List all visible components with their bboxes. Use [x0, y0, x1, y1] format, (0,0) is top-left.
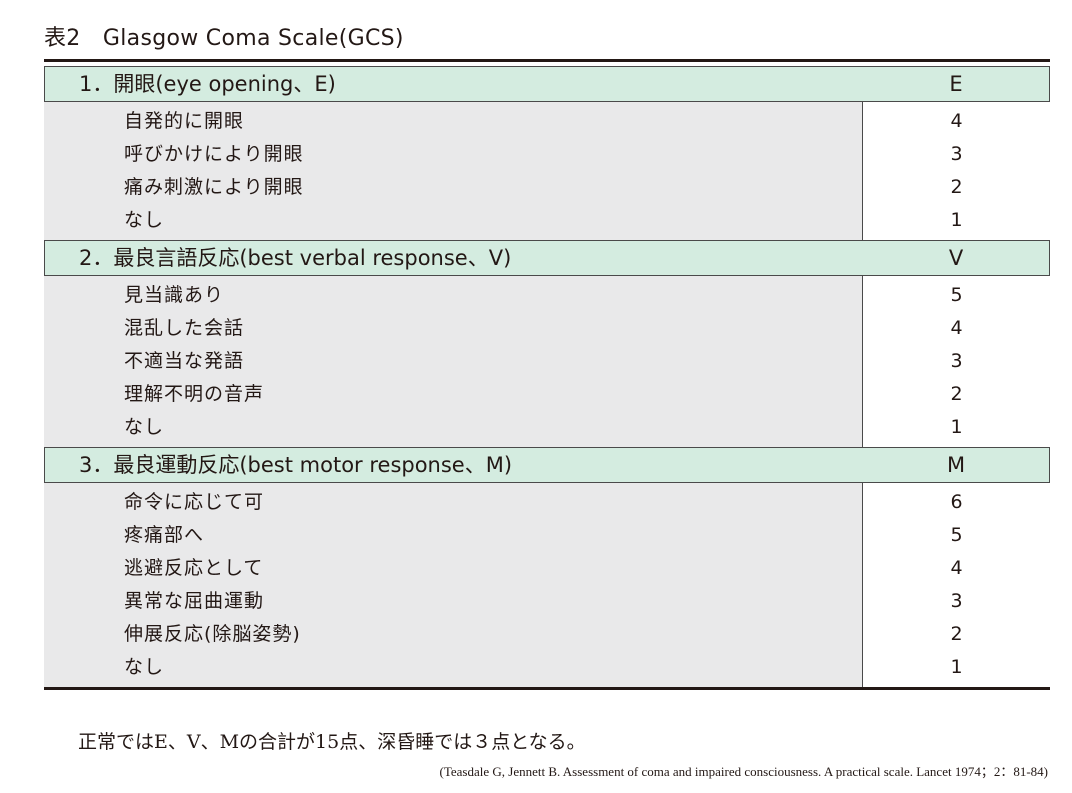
item-score: 4 [950, 317, 963, 339]
section-code: E [949, 72, 963, 96]
item-label: 呼びかけにより開眼 [124, 143, 304, 165]
item-labels-column: 自発的に開眼 呼びかけにより開眼 痛み刺激により開眼 なし [44, 102, 863, 240]
item-score: 5 [950, 284, 963, 306]
item-score: 1 [950, 209, 963, 231]
section-header-motor-response: 3．最良運動反応(best motor response、M) M [44, 447, 1050, 483]
item-labels-column: 命令に応じて可 疼痛部へ 逃避反応として 異常な屈曲運動 伸展反応(除脳姿勢) … [44, 483, 863, 687]
item-label: 異常な屈曲運動 [124, 590, 265, 612]
item-label: なし [124, 656, 165, 678]
item-label: 痛み刺激により開眼 [124, 176, 304, 198]
item-score: 3 [950, 590, 963, 612]
item-label: 見当識あり [124, 284, 225, 306]
item-score: 5 [950, 524, 963, 546]
item-score: 3 [950, 143, 963, 165]
section-code: M [946, 453, 966, 477]
item-scores-column: 6 5 4 3 2 1 [863, 483, 1050, 687]
section-header-eye-opening: 1．開眼(eye opening、E) E [44, 66, 1050, 102]
item-label: 疼痛部へ [124, 524, 205, 546]
item-score: 2 [950, 623, 963, 645]
item-label: 命令に応じて可 [124, 491, 265, 513]
section-items-verbal-response: 見当識あり 混乱した会話 不適当な発語 理解不明の音声 なし 5 4 3 2 1 [44, 276, 1050, 447]
item-label: なし [124, 416, 165, 438]
item-score: 3 [950, 350, 963, 372]
item-labels-column: 見当識あり 混乱した会話 不適当な発語 理解不明の音声 なし [44, 276, 863, 447]
item-score: 2 [950, 176, 963, 198]
section-header-verbal-response: 2．最良言語反応(best verbal response、V) V [44, 240, 1050, 276]
item-scores-column: 4 3 2 1 [863, 102, 1050, 240]
section-items-motor-response: 命令に応じて可 疼痛部へ 逃避反応として 異常な屈曲運動 伸展反応(除脳姿勢) … [44, 483, 1050, 687]
gcs-table: 1．開眼(eye opening、E) E 自発的に開眼 呼びかけにより開眼 痛… [44, 59, 1050, 690]
item-label: 自発的に開眼 [124, 110, 245, 132]
item-score: 2 [950, 383, 963, 405]
citation: (Teasdale G, Jennett B. Assessment of co… [439, 764, 1048, 779]
item-label: 逃避反応として [124, 557, 264, 579]
section-heading: 2．最良言語反応(best verbal response、V) [79, 246, 512, 270]
section-heading: 3．最良運動反応(best motor response、M) [79, 453, 513, 477]
section-items-eye-opening: 自発的に開眼 呼びかけにより開眼 痛み刺激により開眼 なし 4 3 2 1 [44, 102, 1050, 240]
item-label: 理解不明の音声 [124, 383, 265, 405]
item-score: 1 [950, 416, 963, 438]
footnote: 正常ではE、V、Mの合計が15点、深昏睡では３点となる。 [78, 731, 586, 753]
section-heading: 1．開眼(eye opening、E) [79, 72, 336, 96]
item-label: 伸展反応(除脳姿勢) [124, 623, 301, 645]
item-scores-column: 5 4 3 2 1 [863, 276, 1050, 447]
item-score: 6 [950, 491, 963, 513]
item-label: なし [124, 209, 165, 231]
item-score: 4 [950, 110, 963, 132]
item-label: 不適当な発語 [124, 350, 245, 372]
item-label: 混乱した会話 [124, 317, 245, 339]
section-code: V [948, 246, 964, 270]
item-score: 4 [950, 557, 963, 579]
table-title: 表2 Glasgow Coma Scale(GCS) [44, 26, 404, 51]
item-score: 1 [950, 656, 963, 678]
